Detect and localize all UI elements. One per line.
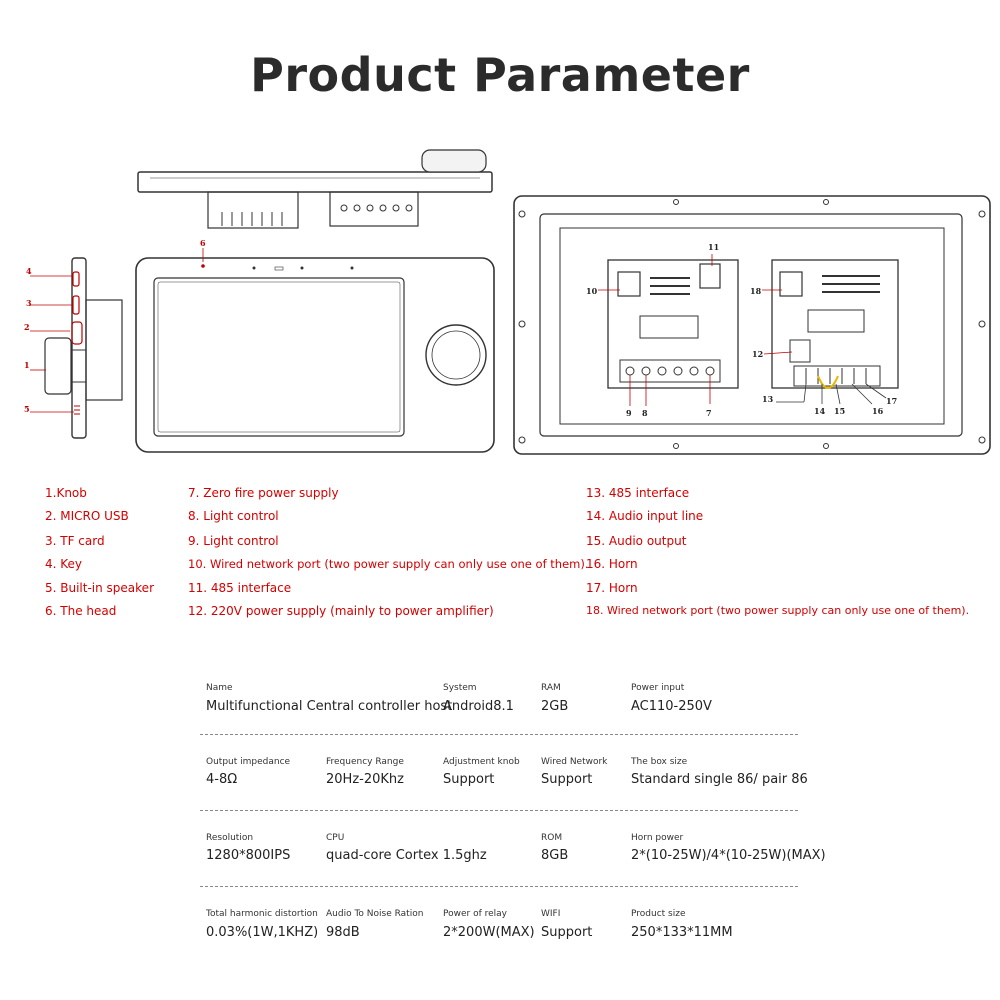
spec-label: CPU <box>326 833 345 843</box>
callout-13: 13 <box>762 394 774 404</box>
spec-value: 8GB <box>541 848 569 863</box>
legend-item: 7. Zero fire power supply <box>188 486 339 500</box>
legend-item: 16. Horn <box>586 557 638 571</box>
spec-label: ROM <box>541 833 563 843</box>
spec-label: Resolution <box>206 833 254 843</box>
spec-value: 4-8Ω <box>206 772 238 787</box>
callout-3: 3 <box>26 298 32 308</box>
legend-item: 6. The head <box>45 604 117 618</box>
spec-label: Output impedance <box>206 757 291 767</box>
callout-4: 4 <box>26 266 32 276</box>
callout-10: 10 <box>586 286 598 296</box>
spec-value: 2*(10-25W)/4*(10-25W)(MAX) <box>631 848 826 863</box>
spec-value: 1280*800IPS <box>206 848 291 863</box>
spec-label: RAM <box>541 683 561 693</box>
callout-16: 16 <box>872 406 884 416</box>
spec-value: 98dB <box>326 925 360 940</box>
front-view-drawing <box>135 248 495 453</box>
callout-7: 7 <box>706 408 712 418</box>
callout-14: 14 <box>814 406 826 416</box>
spec-label: System <box>443 683 477 693</box>
spec-value: quad-core Cortex 1.5ghz <box>326 848 487 863</box>
callout-12: 12 <box>752 349 763 359</box>
legend-item: 10. Wired network port (two power supply… <box>188 557 589 571</box>
side-view-drawing <box>30 257 123 439</box>
legend-item: 13. 485 interface <box>586 486 690 500</box>
spec-value: AC110-250V <box>631 699 712 714</box>
spec-label: Name <box>206 683 233 693</box>
spec-label: Frequency Range <box>326 757 404 767</box>
spec-label: Wired Network <box>541 757 608 767</box>
legend-item: 12. 220V power supply (mainly to power a… <box>188 604 494 618</box>
callout-8: 8 <box>642 408 648 418</box>
legend-item: 14. Audio input line <box>586 509 704 523</box>
spec-value: Multifunctional Central controller host <box>206 699 453 714</box>
callout-1: 1 <box>24 360 30 370</box>
spec-value: 250*133*11MM <box>631 925 733 940</box>
legend-item: 18. Wired network port (two power supply… <box>586 604 970 617</box>
spec-value: 2GB <box>541 699 569 714</box>
callout-11: 11 <box>708 242 719 252</box>
legend-item: 11. 485 interface <box>188 581 292 595</box>
callout-5: 5 <box>24 404 30 414</box>
callout-15: 15 <box>834 406 845 416</box>
spec-label: Total harmonic distortion <box>206 909 318 919</box>
spec-value: Support <box>541 772 593 787</box>
callout-17: 17 <box>886 396 897 406</box>
spec-label: Horn power <box>631 833 684 843</box>
legend-item: 8. Light control <box>188 509 279 523</box>
spec-label: Adjustment knob <box>443 757 520 767</box>
spec-label: The box size <box>631 757 688 767</box>
row-divider <box>200 734 798 735</box>
row-divider <box>200 810 798 811</box>
spec-value: Support <box>541 925 593 940</box>
legend-item: 9. Light control <box>188 534 279 548</box>
page-title: Product Parameter <box>250 48 750 102</box>
callout-18: 18 <box>750 286 762 296</box>
callout-6: 6 <box>200 238 206 248</box>
spec-value: 2*200W(MAX) <box>443 925 535 940</box>
spec-value: 20Hz-20Khz <box>326 772 404 787</box>
legend-item: 15. Audio output <box>586 534 687 548</box>
callout-9: 9 <box>626 408 632 418</box>
spec-value: Android8.1 <box>443 699 514 714</box>
legend-item: 1.Knob <box>45 486 87 500</box>
spec-label: Power input <box>631 683 685 693</box>
spec-label: WIFI <box>541 909 561 919</box>
legend-item: 17. Horn <box>586 581 638 595</box>
spec-label: Audio To Noise Ration <box>326 909 424 919</box>
legend-item: 2. MICRO USB <box>45 509 129 523</box>
spec-value: Standard single 86/ pair 86 <box>631 772 808 787</box>
legend-item: 4. Key <box>45 557 83 571</box>
spec-label: Power of relay <box>443 909 507 919</box>
callout-2: 2 <box>24 322 30 332</box>
spec-value: Support <box>443 772 495 787</box>
product-diagram: 4 3 2 1 5 6 10 11 18 12 9 8 7 13 14 15 1… <box>24 149 991 455</box>
spec-value: 0.03%(1W,1KHZ) <box>206 925 319 940</box>
spec-label: Product size <box>631 909 686 919</box>
top-view-drawing <box>137 149 493 229</box>
row-divider <box>200 886 798 887</box>
legend-item: 3. TF card <box>45 534 105 548</box>
back-view-drawing <box>513 195 991 455</box>
legend-item: 5. Built-in speaker <box>45 581 155 595</box>
